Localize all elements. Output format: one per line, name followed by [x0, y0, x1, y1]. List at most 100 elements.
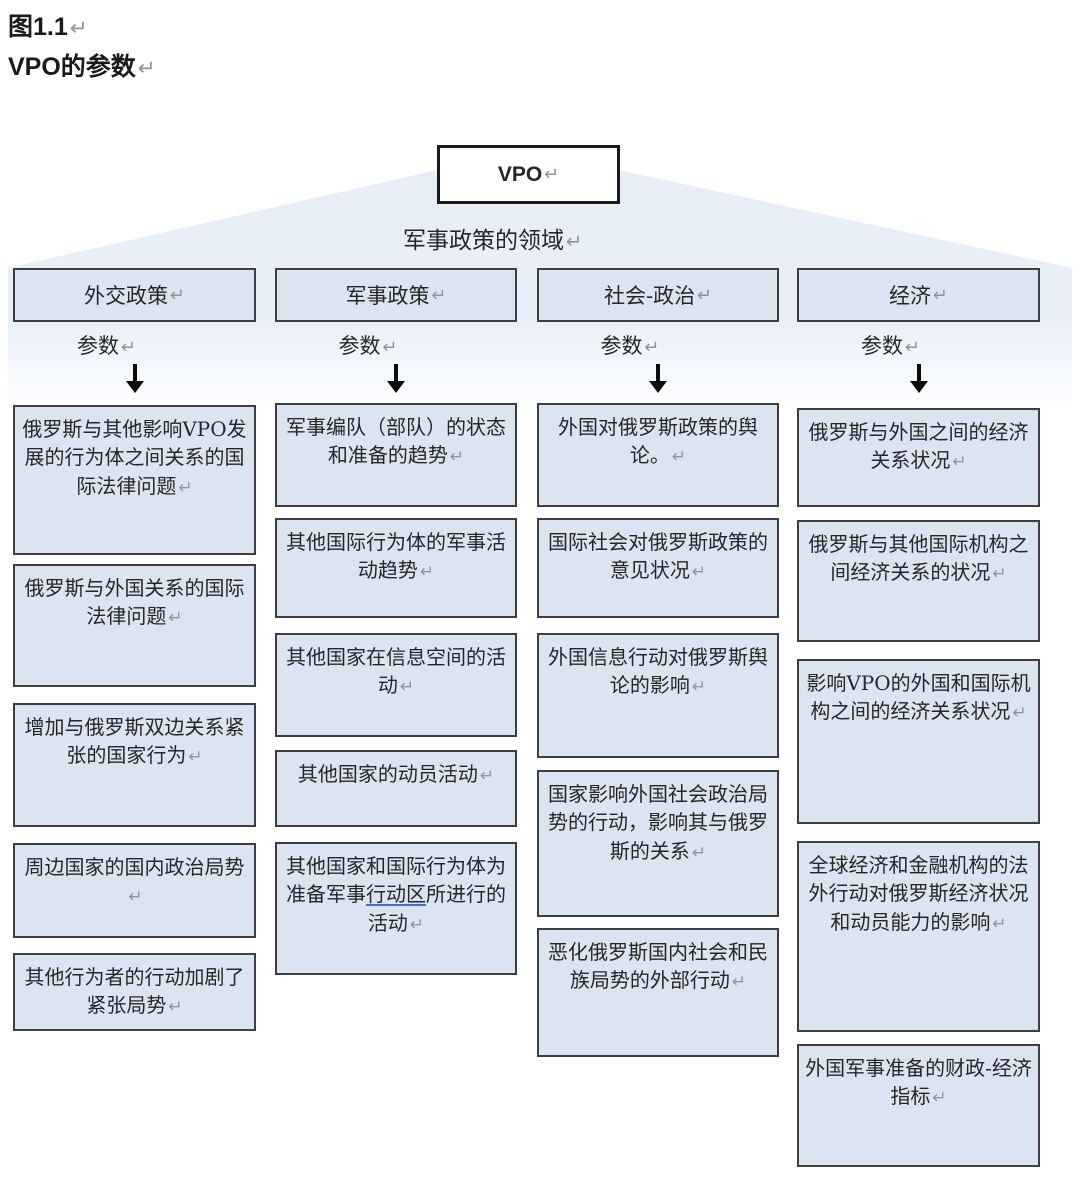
- paragraph-mark: ↵: [905, 337, 920, 358]
- paragraph-mark: ↵: [188, 747, 203, 768]
- parameters-label-group: 参数↵: [537, 330, 779, 381]
- diagram-box-text: 其他国家在信息空间的活动: [286, 645, 506, 698]
- underlined-term: 行动区: [366, 882, 426, 907]
- vpo-root-box: VPO↵: [437, 145, 620, 204]
- paragraph-mark: ↵: [932, 1088, 947, 1109]
- diagram-box: 外国军事准备的财政-经济指标↵: [797, 1044, 1040, 1167]
- paragraph-mark: ↵: [691, 842, 707, 863]
- parameters-label-group: 参数↵: [13, 330, 256, 381]
- paragraph-mark: ↵: [137, 56, 156, 81]
- paragraph-mark: ↵: [178, 477, 193, 498]
- diagram-box-text: 国际社会对俄罗斯政策的意见状况: [548, 530, 768, 583]
- paragraph-mark: ↵: [644, 337, 660, 358]
- diagram-box: 外国对俄罗斯政策的舆论。↵: [537, 403, 779, 507]
- paragraph-mark: ↵: [952, 452, 967, 473]
- parameters-label: 参数↵: [861, 330, 920, 360]
- figure-number-text: 图1.1: [8, 13, 68, 41]
- diagram-box: 恶化俄罗斯国内社会和民族局势的外部行动↵: [537, 928, 779, 1057]
- diagram-box: 其他国家的动员活动↵: [275, 750, 517, 827]
- parameters-label-text: 参数: [77, 334, 120, 358]
- parameters-label: 参数↵: [339, 330, 398, 360]
- paragraph-mark: ↵: [479, 766, 495, 786]
- diagram-box-text: 其他国家和国际行为体为准备军事: [286, 854, 506, 907]
- diagram-box: 国家影响外国社会政治局势的行动，影响其与俄罗斯的关系↵: [537, 770, 779, 917]
- diagram-box-text: 军事编队（部队）的状态和准备的趋势: [286, 415, 506, 468]
- diagram-box: 军事编队（部队）的状态和准备的趋势↵: [275, 403, 517, 507]
- diagram-box-text: 增加与俄罗斯双边关系紧张的国家行为: [24, 715, 245, 768]
- parameters-label-text: 参数: [338, 334, 381, 358]
- paragraph-mark: ↵: [671, 447, 687, 468]
- diagram-box: 俄罗斯与其他国际机构之间经济关系的状况↵: [797, 520, 1040, 642]
- column-header-economy: 经济↵: [797, 268, 1040, 322]
- diagram-box: 俄罗斯与外国关系的国际法律问题↵: [13, 564, 256, 687]
- diagram-box: 国际社会对俄罗斯政策的意见状况↵: [537, 518, 779, 618]
- diagram-box-text: 外国信息行动对俄罗斯舆论的影响: [548, 645, 768, 698]
- paragraph-mark: ↵: [691, 677, 707, 698]
- paragraph-mark: ↵: [992, 913, 1007, 934]
- funnel-banner-label: 军事政策的领域↵: [403, 221, 582, 255]
- diagram-box: 俄罗斯与其他影响VPO发展的行为体之间关系的国际法律问题↵: [13, 405, 256, 555]
- diagram-box: 周边国家的国内政治局势 ↵: [13, 843, 256, 938]
- vpo-root-label: VPO: [497, 162, 543, 186]
- diagram-box: 其他国家和国际行为体为准备军事行动区所进行的活动↵: [275, 842, 517, 975]
- figure-caption: VPO的参数↵: [8, 48, 156, 88]
- column-header-text: 经济: [889, 284, 932, 308]
- down-arrow-icon: [916, 364, 921, 381]
- figure-number: 图1.1↵: [8, 8, 156, 48]
- diagram-box-text: 全球经济和金融机构的法外行动对俄罗斯经济状况和动员能力的影响: [808, 853, 1029, 934]
- paragraph-mark: ↵: [419, 562, 435, 583]
- funnel-banner-text: 军事政策的领域: [403, 228, 564, 254]
- diagram-box-text: 俄罗斯与外国之间的经济关系状况: [808, 420, 1029, 473]
- column-header-military-policy: 军事政策↵: [275, 268, 517, 322]
- parameters-label-group: 参数↵: [797, 330, 1040, 381]
- down-arrow-icon: [656, 364, 660, 381]
- diagram-box: 其他国家在信息空间的活动↵: [275, 633, 517, 737]
- column-header-text: 军事政策: [345, 284, 430, 308]
- parameters-label-text: 参数: [600, 334, 643, 358]
- paragraph-mark: ↵: [121, 337, 136, 358]
- column-header-socio-political: 社会-政治↵: [537, 268, 779, 322]
- diagram-box-text: 其他行为者的行动加剧了紧张局势: [24, 965, 245, 1018]
- diagram-box: 外国信息行动对俄罗斯舆论的影响↵: [537, 633, 779, 758]
- diagram-box-text: 其他国家的动员活动: [297, 762, 478, 786]
- diagram-box-text: 周边国家的国内政治局势: [24, 855, 245, 879]
- diagram-box-text: 俄罗斯与外国关系的国际法律问题: [24, 576, 245, 629]
- diagram-box-text: 恶化俄罗斯国内社会和民族局势的外部行动: [548, 940, 768, 993]
- paragraph-mark: ↵: [691, 562, 707, 583]
- diagram-box-text: 外国对俄罗斯政策的舆论。: [558, 415, 758, 468]
- parameters-label: 参数↵: [601, 330, 660, 360]
- paragraph-mark: ↵: [566, 230, 583, 253]
- down-arrow-icon: [132, 364, 137, 381]
- paragraph-mark: ↵: [697, 284, 713, 306]
- parameters-label-text: 参数: [861, 334, 904, 358]
- diagram-box: 增加与俄罗斯双边关系紧张的国家行为↵: [13, 703, 256, 827]
- paragraph-mark: ↵: [992, 564, 1007, 585]
- paragraph-mark: ↵: [170, 284, 185, 306]
- diagram-box: 其他行为者的行动加剧了紧张局势↵: [13, 953, 256, 1031]
- column-header-foreign-policy: 外交政策↵: [13, 268, 256, 322]
- paragraph-mark: ↵: [382, 337, 398, 358]
- diagram-box-text: 影响VPO的外国和国际机构之间的经济关系状况: [806, 671, 1031, 724]
- diagram-box: 全球经济和金融机构的法外行动对俄罗斯经济状况和动员能力的影响↵: [797, 841, 1040, 1032]
- diagram-box-text: 外国军事准备的财政-经济指标: [805, 1056, 1032, 1109]
- diagram-box-text: 俄罗斯与其他国际机构之间经济关系的状况: [808, 532, 1029, 585]
- paragraph-mark: ↵: [168, 997, 183, 1018]
- paragraph-mark: ↵: [449, 447, 465, 468]
- figure-caption-text: VPO的参数: [8, 53, 136, 81]
- diagram-box-text: 其他国际行为体的军事活动趋势: [286, 530, 506, 583]
- paragraph-mark: ↵: [1012, 703, 1027, 724]
- paragraph-mark: ↵: [128, 887, 143, 908]
- column-header-text: 外交政策: [84, 284, 169, 308]
- diagram-box-text: 所进行的活动: [367, 882, 506, 935]
- paragraph-mark: ↵: [544, 164, 560, 185]
- parameters-label: 参数↵: [77, 330, 136, 360]
- paragraph-mark: ↵: [69, 16, 88, 41]
- column-header-text: 社会-政治: [603, 284, 696, 308]
- diagram-box-text: 国家影响外国社会政治局势的行动，影响其与俄罗斯的关系: [548, 782, 768, 863]
- down-arrow-icon: [394, 364, 398, 381]
- diagram-box-text: 俄罗斯与其他影响VPO发展的行为体之间关系的国际法律问题: [22, 417, 247, 498]
- paragraph-mark: ↵: [431, 284, 447, 306]
- paragraph-mark: ↵: [731, 972, 747, 993]
- diagram-box: 其他国际行为体的军事活动趋势↵: [275, 518, 517, 618]
